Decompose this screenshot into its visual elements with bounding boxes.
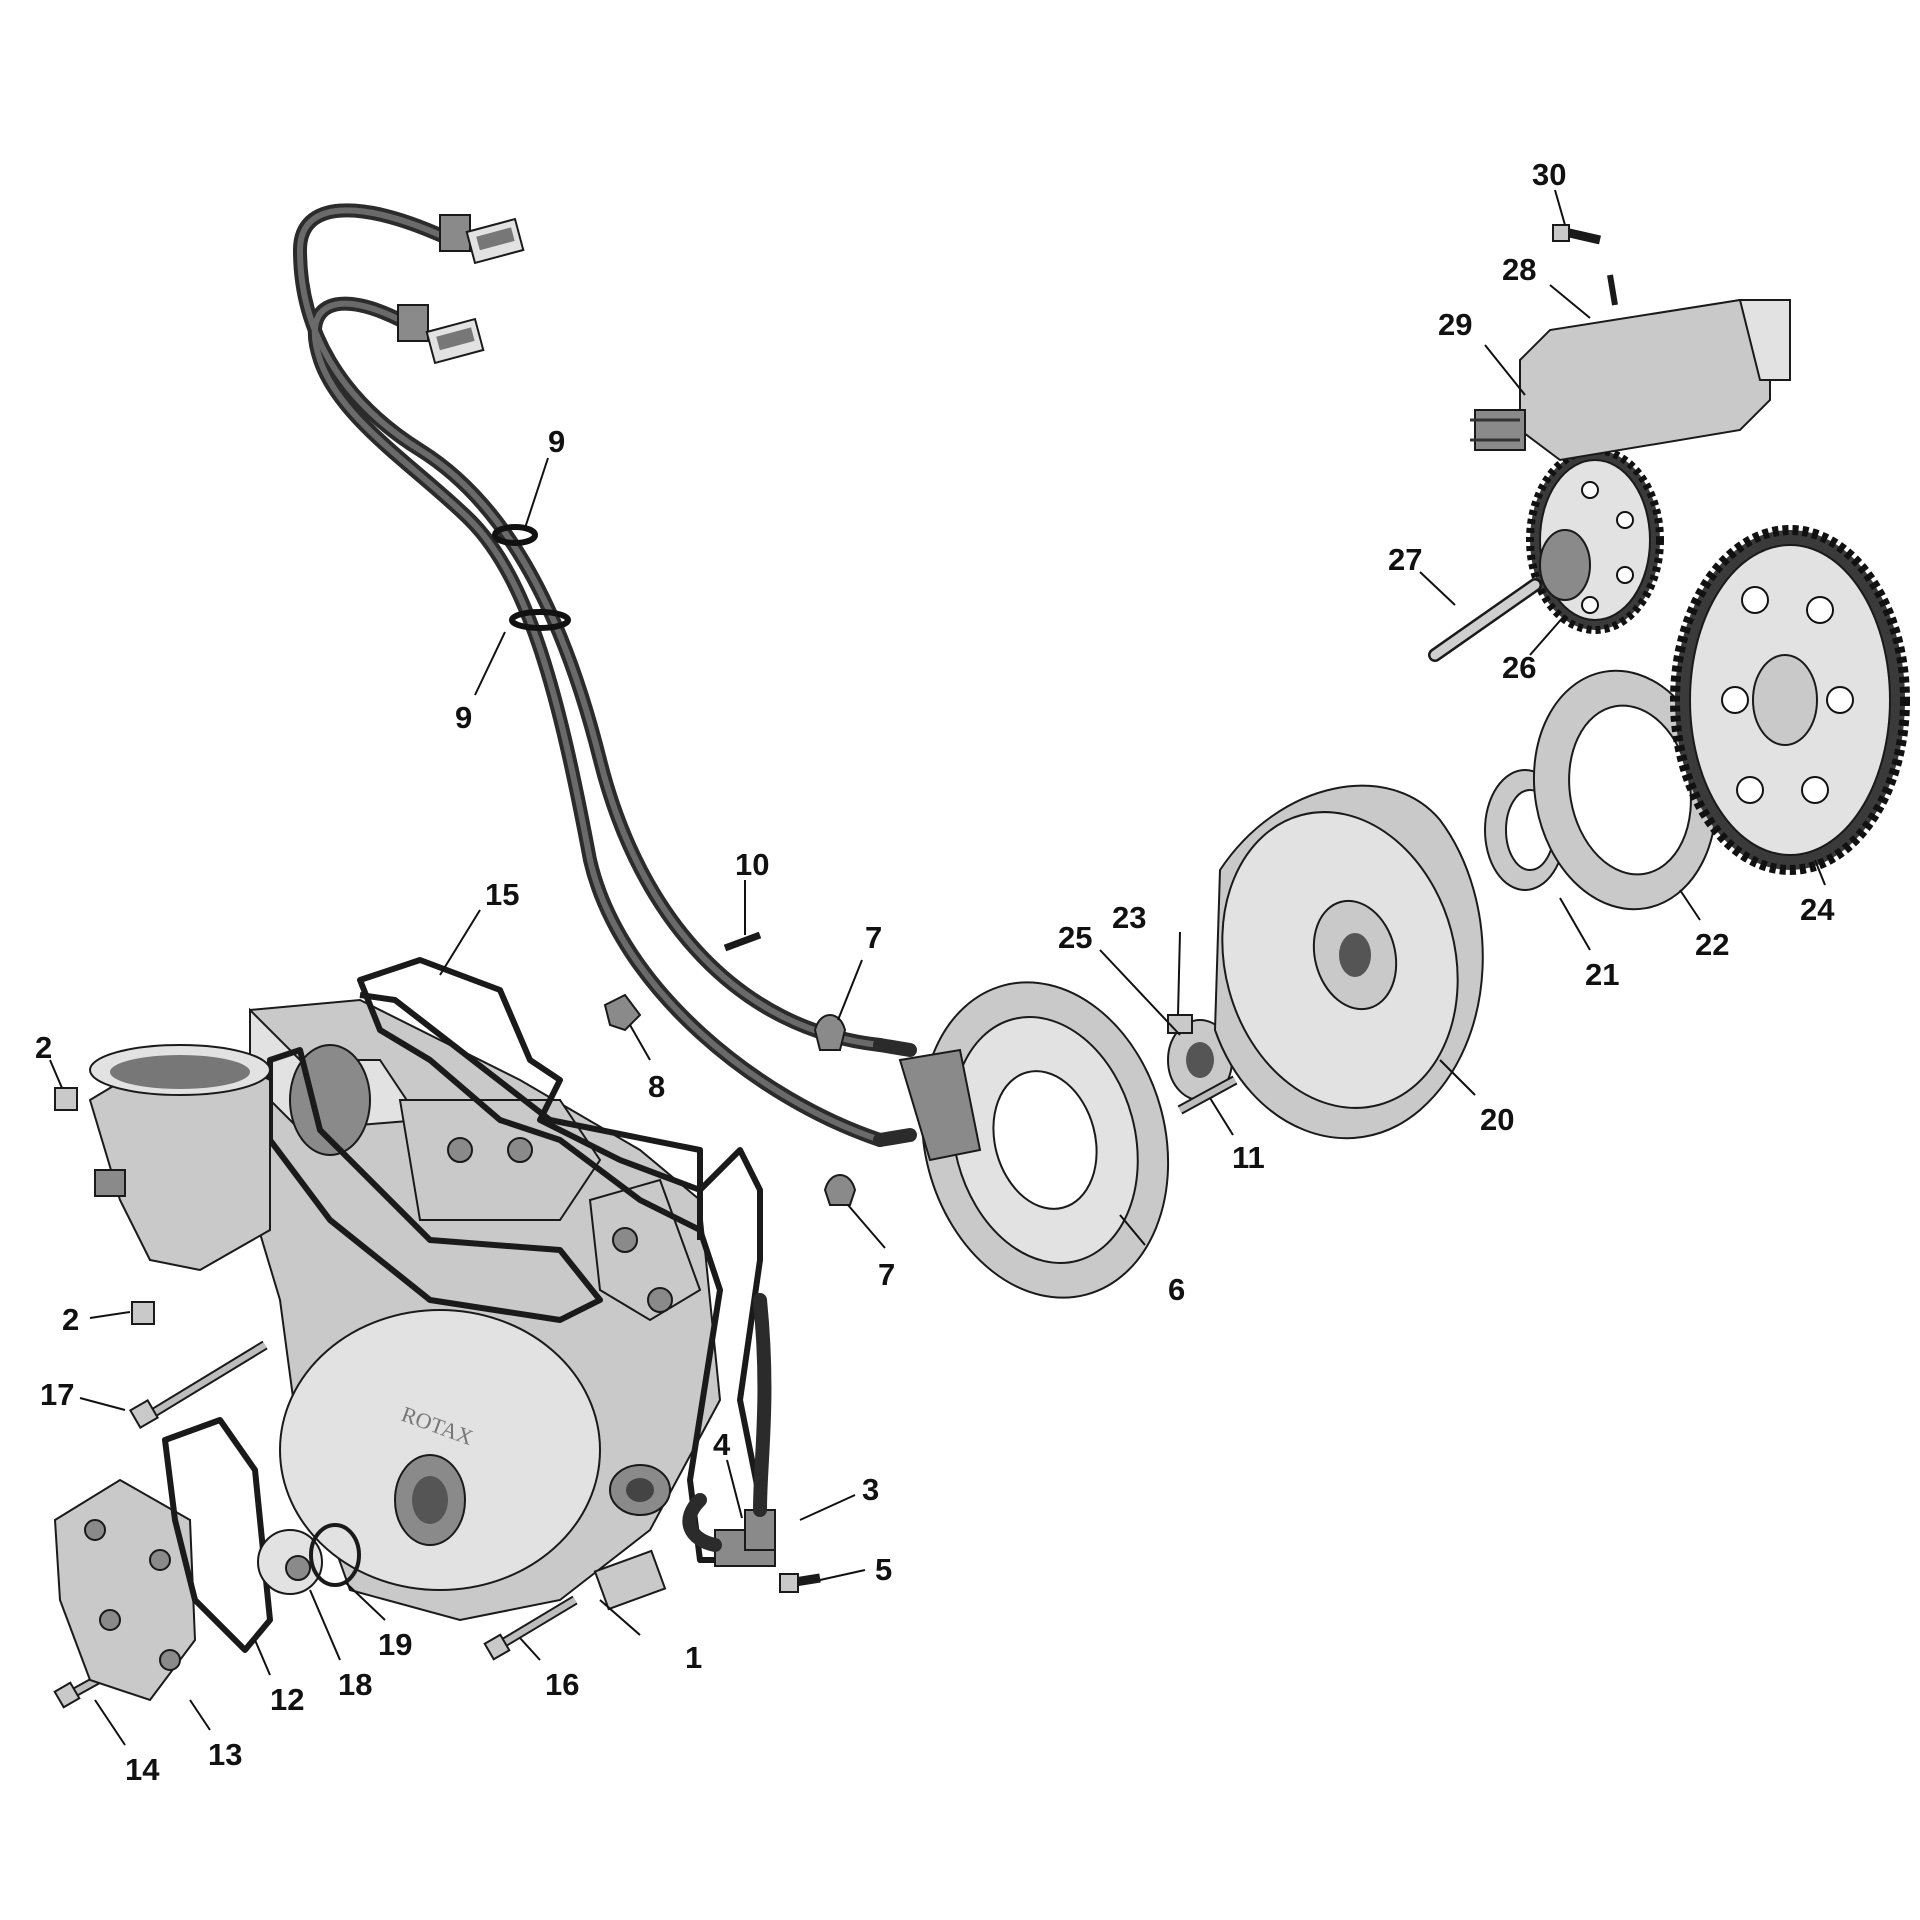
callout-7-lower: 7 (878, 1257, 895, 1292)
callout-22: 22 (1695, 927, 1729, 962)
shaft-27 (1428, 578, 1542, 662)
pump-cover (53, 1478, 197, 1702)
callout-9-upper: 9 (548, 424, 565, 459)
callout-5: 5 (875, 1552, 892, 1587)
callout-15: 15 (485, 877, 519, 912)
callout-10: 10 (735, 847, 769, 882)
pump-gasket (162, 1417, 273, 1653)
callout-26: 26 (1502, 650, 1536, 685)
grommet-8 (603, 993, 642, 1032)
cover-gasket (357, 957, 763, 1563)
callout-2-upper: 2 (35, 1030, 52, 1065)
callout-19: 19 (378, 1627, 412, 1662)
wiring-harness (292, 203, 887, 1147)
starter-motor (1470, 274, 1791, 462)
callout-9-lower: 9 (455, 700, 472, 735)
flywheel (1213, 784, 1484, 1140)
nut-2-upper (54, 1087, 78, 1111)
nut-25 (1167, 1019, 1233, 1101)
callout-29: 29 (1438, 307, 1472, 342)
callout-18: 18 (338, 1667, 372, 1702)
callout-6: 6 (1168, 1272, 1185, 1307)
engine-cover: ROTAX (249, 998, 722, 1622)
stator (873, 981, 1170, 1299)
o-ring-19 (309, 1523, 361, 1587)
callout-16: 16 (545, 1667, 579, 1702)
connector-upper (439, 214, 525, 265)
bolt-23 (1167, 1014, 1193, 1034)
bolt-17 (128, 1340, 268, 1430)
impeller-18 (257, 1529, 323, 1595)
callout-17: 17 (40, 1377, 74, 1412)
cable-tie-lower (509, 609, 571, 631)
callout-3: 3 (862, 1472, 879, 1507)
callout-28: 28 (1502, 252, 1536, 287)
callout-30: 30 (1532, 157, 1566, 192)
gear-24 (1670, 525, 1910, 875)
crank-position-sensor (682, 1293, 776, 1567)
callout-1: 1 (685, 1640, 702, 1675)
ring-22 (1532, 669, 1718, 911)
bolt-5 (779, 1573, 821, 1593)
callout-8: 8 (648, 1069, 665, 1104)
callout-11: 11 (1232, 1140, 1265, 1175)
bolt-30 (1552, 224, 1602, 245)
callout-27: 27 (1388, 542, 1422, 577)
callout-12: 12 (270, 1682, 304, 1717)
callout-4: 4 (713, 1427, 731, 1462)
clip-7-lower (823, 1174, 857, 1206)
cable-tie-upper (492, 524, 538, 546)
nut-2-lower (131, 1301, 155, 1325)
callout-23: 23 (1112, 900, 1146, 935)
callout-20: 20 (1480, 1102, 1514, 1137)
callout-2-lower: 2 (62, 1302, 79, 1337)
callout-labels: 1 2 2 3 4 5 6 7 7 8 9 9 10 11 12 13 14 1… (35, 157, 1835, 1787)
pin-10 (723, 931, 762, 952)
connector-lower (397, 304, 485, 365)
leader-lines (49, 189, 1826, 1746)
bolt-11 (1177, 1075, 1238, 1115)
callout-7-upper: 7 (865, 920, 882, 955)
callout-13: 13 (208, 1737, 242, 1772)
coolant-housing (88, 1044, 271, 1272)
callout-25: 25 (1058, 920, 1092, 955)
gear-26 (1526, 446, 1664, 634)
callout-24: 24 (1800, 892, 1835, 927)
callout-14: 14 (125, 1752, 160, 1787)
bolt-16 (483, 1595, 578, 1661)
clip-7-upper (813, 1014, 847, 1051)
callout-21: 21 (1585, 957, 1619, 992)
